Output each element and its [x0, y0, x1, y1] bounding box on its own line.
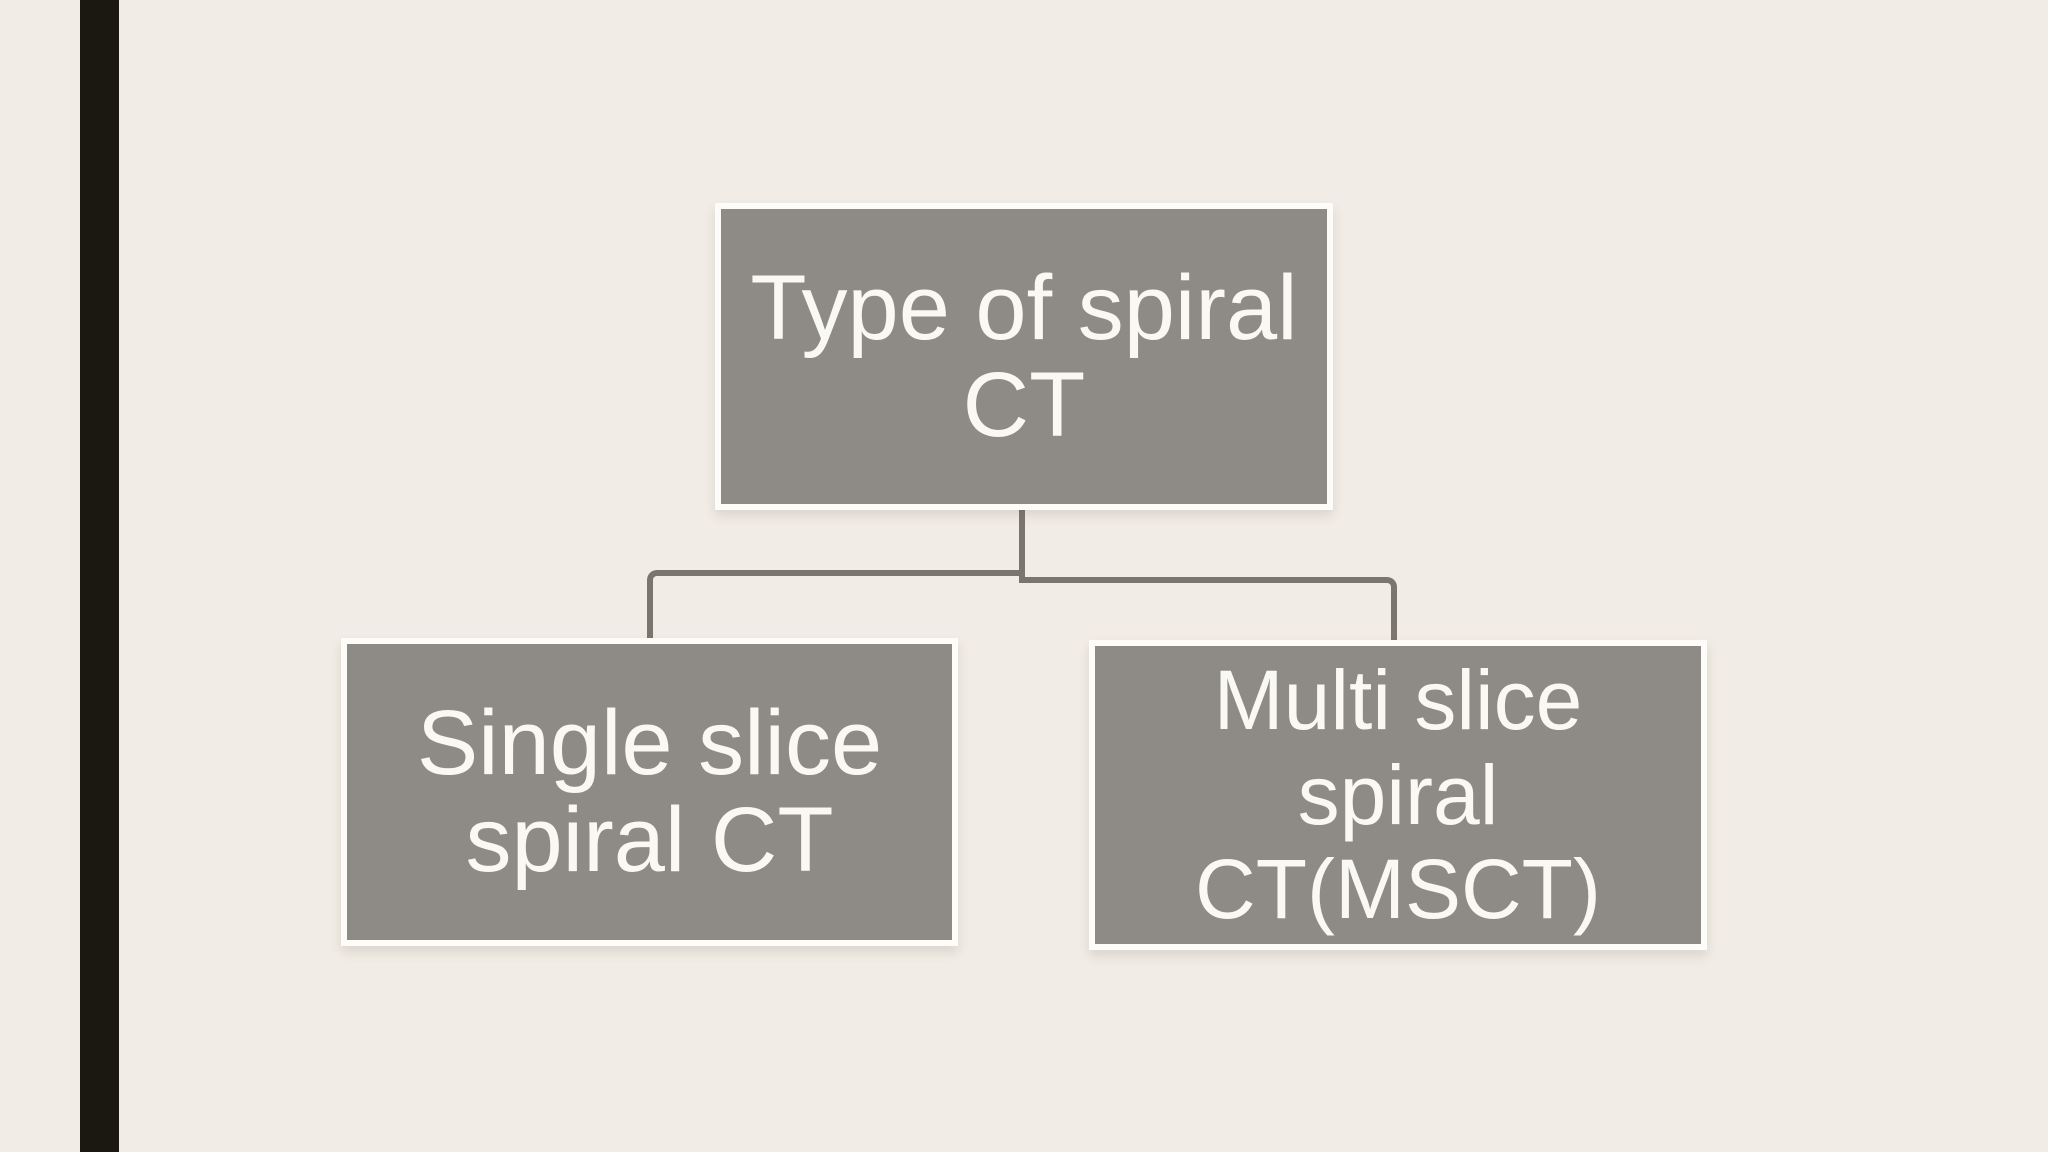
node-text-line: spiral: [1297, 747, 1499, 842]
node-text-line: Multi slice: [1213, 652, 1583, 747]
node-multi-slice-spiral-ct-msct: Multi slice spiral CT(MSCT): [1089, 640, 1707, 950]
node-type-of-spiral-ct: Type of spiral CT: [715, 203, 1333, 510]
node-text-line: Single slice: [416, 692, 883, 795]
connector-root-stem: [1019, 508, 1025, 583]
node-text-line: CT: [962, 353, 1086, 456]
node-text-line: spiral CT: [465, 789, 834, 891]
connector-elbow-left: [647, 570, 1025, 638]
node-single-slice-spiral-ct: Single slice spiral CT: [341, 638, 958, 946]
left-accent-bar: [80, 0, 119, 1152]
node-text-line: CT(MSCT): [1195, 842, 1601, 937]
connector-elbow-right: [1019, 577, 1397, 640]
node-text-line: Type of spiral: [750, 256, 1298, 359]
